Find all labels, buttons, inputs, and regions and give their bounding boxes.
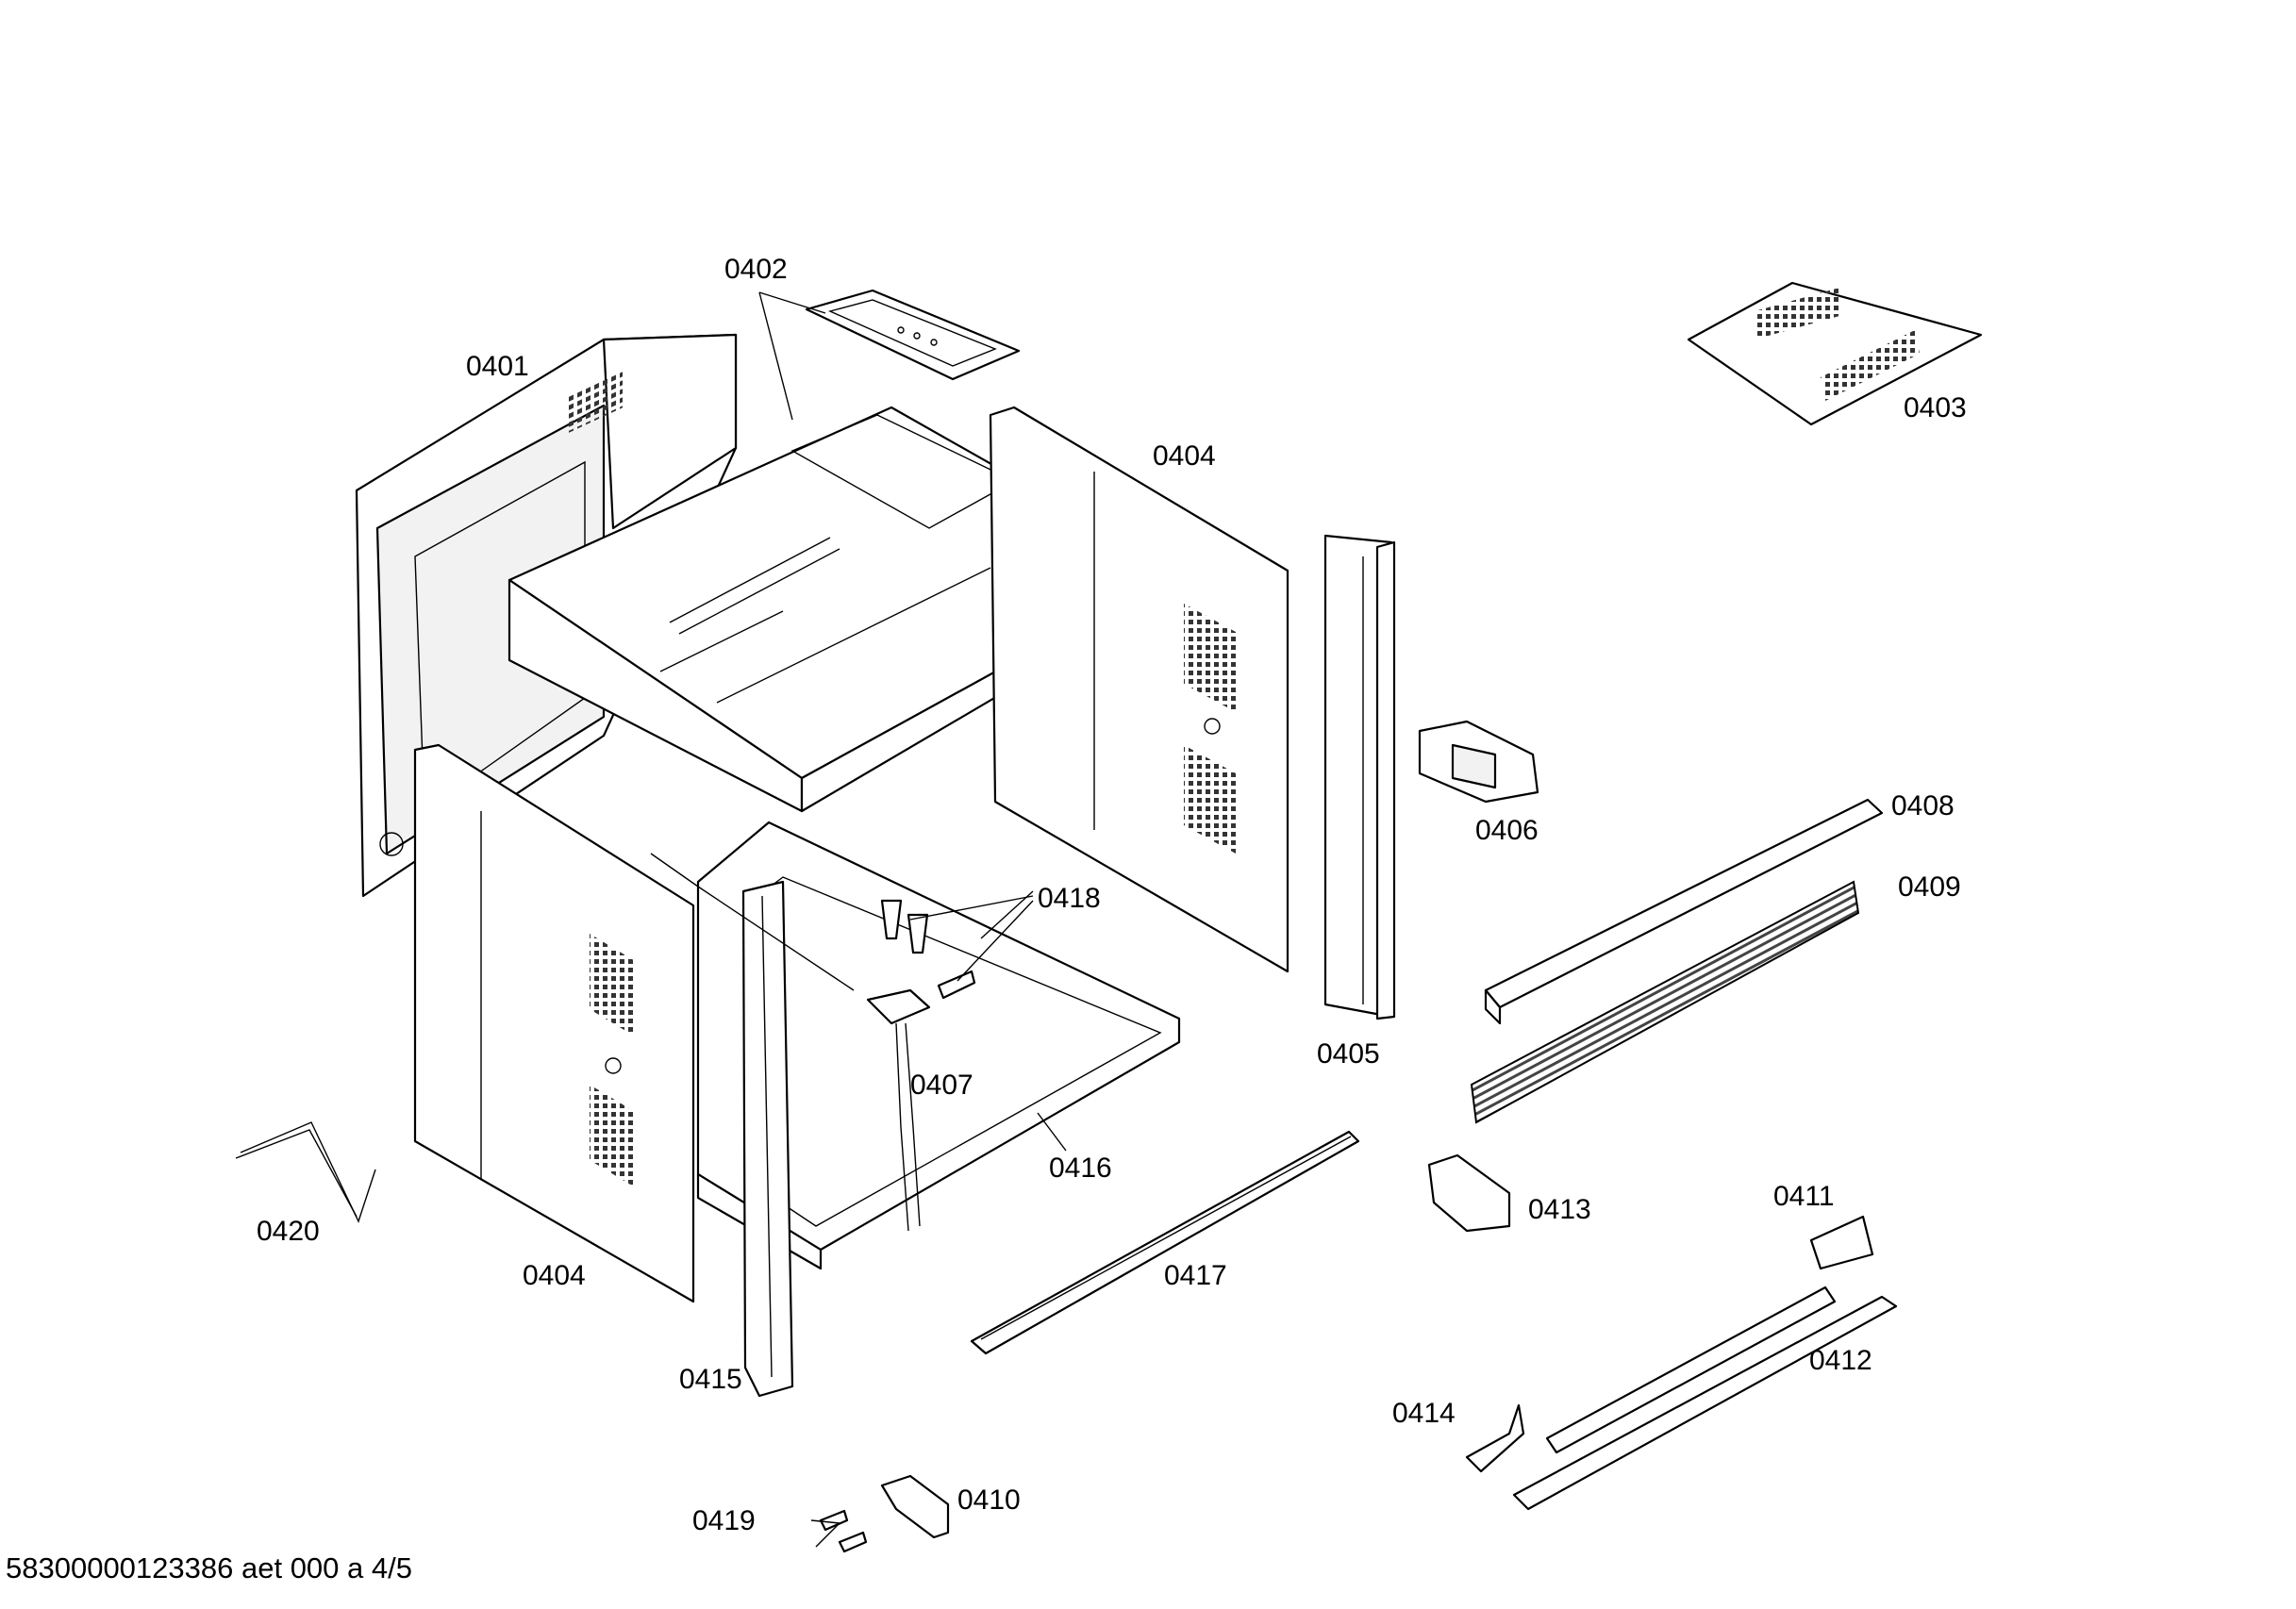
callout-0408: 0408: [1891, 790, 1955, 821]
part-0413-bracket: [1427, 1153, 1511, 1233]
part-0409-seal-strip: [1470, 880, 1860, 1124]
callout-0402: 0402: [724, 254, 788, 285]
part-0412-bottom-rail: [1512, 1286, 1898, 1511]
part-0417-strip: [970, 1130, 1360, 1355]
callout-labels: 0402 0401 0403 0404 0406 0408 0409 0418 …: [257, 254, 1967, 1536]
callout-0420: 0420: [257, 1216, 320, 1247]
part-0404-right-side-panel: [989, 406, 1289, 973]
callout-0409: 0409: [1898, 871, 1961, 903]
callout-0414: 0414: [1392, 1398, 1456, 1429]
part-0403-screw-bag: [1687, 281, 1983, 426]
callout-0405: 0405: [1317, 1038, 1380, 1070]
callout-0403: 0403: [1904, 392, 1967, 423]
part-0418-screws: [880, 899, 976, 1000]
callout-0411: 0411: [1773, 1181, 1835, 1212]
callout-0404-top: 0404: [1153, 440, 1216, 472]
part-0405-vertical-rail: [1323, 534, 1396, 1020]
part-0420-wire-clip: [235, 1121, 376, 1223]
callout-0404-bottom: 0404: [523, 1260, 586, 1291]
callout-0401: 0401: [466, 351, 529, 382]
document-id-label: 58300000123386 aet 000 a 4/5: [6, 1551, 412, 1584]
callout-0416: 0416: [1049, 1153, 1112, 1184]
callout-0407: 0407: [910, 1070, 973, 1101]
callout-0410: 0410: [957, 1485, 1021, 1516]
callout-0412: 0412: [1809, 1345, 1872, 1376]
part-0415-front-frame: [741, 880, 794, 1398]
part-0419-screws: [819, 1509, 868, 1553]
callout-0406: 0406: [1475, 815, 1539, 846]
part-0414-bracket: [1465, 1403, 1525, 1473]
callout-0417: 0417: [1164, 1260, 1227, 1291]
callout-0418: 0418: [1038, 883, 1101, 914]
leader-lines: [758, 291, 1067, 1548]
part-0407-sensor: [650, 853, 931, 1232]
callout-0413: 0413: [1528, 1194, 1591, 1225]
part-0408-profile-rail: [1484, 798, 1884, 1025]
callout-0419: 0419: [692, 1505, 756, 1536]
part-0402-top-plate: [805, 289, 1021, 381]
part-0411-clip: [1809, 1215, 1874, 1270]
callout-0415: 0415: [679, 1364, 742, 1395]
part-0410-hinge: [880, 1474, 950, 1539]
part-0404-left-side-panel: [413, 743, 695, 1303]
part-0406-component: [1418, 720, 1539, 804]
